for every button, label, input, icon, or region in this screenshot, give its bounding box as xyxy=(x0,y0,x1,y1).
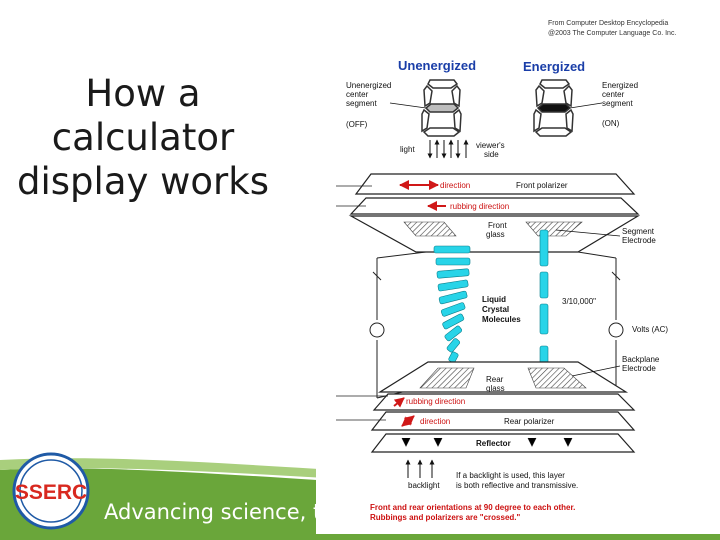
rear-rubbing-layer: rubbing direction xyxy=(372,393,636,411)
energized-heading: Energized xyxy=(523,59,585,74)
volts-label: Volts (AC) xyxy=(632,325,668,334)
lcd-diagram: From Computer Desktop Encyclopedia @2003… xyxy=(316,0,720,534)
reflector-label: Reflector xyxy=(476,439,511,448)
digit-on xyxy=(533,79,574,137)
footer-tagline: Advancing science, tec xyxy=(104,500,346,524)
slide-title: How a calculator display works xyxy=(12,72,274,204)
credit-line-2: @2003 The Computer Language Co. Inc. xyxy=(548,30,676,37)
title-line-1: How a xyxy=(85,72,201,115)
rear-rubbing-label: rubbing direction xyxy=(406,397,465,406)
front-polarizer: direction Front polarizer xyxy=(354,173,636,195)
crystal-twisted xyxy=(433,245,471,376)
footnote-line-2: Rubbings and polarizers are "crossed." xyxy=(370,513,521,522)
backlight-label: backlight xyxy=(408,481,440,490)
light-arrows xyxy=(427,139,469,159)
thickness-label: 3/10,000" xyxy=(562,297,596,306)
credit-line-1: From Computer Desktop Encyclopedia xyxy=(548,20,668,27)
rear-polarizer-label: Rear polarizer xyxy=(504,417,555,426)
circuit-wires xyxy=(369,251,624,399)
off-label: (OFF) xyxy=(346,120,368,129)
front-rubbing-layer: rubbing direction xyxy=(349,197,640,215)
front-rubbing-label: rubbing direction xyxy=(450,202,509,211)
title-line-2: calculator xyxy=(51,116,235,159)
front-direction-label: direction xyxy=(440,181,470,190)
front-polarizer-label: Front polarizer xyxy=(516,181,568,190)
footnote-line-1: Front and rear orientations at 90 degree… xyxy=(370,503,575,512)
light-label: light xyxy=(400,145,415,154)
svg-text:SSERC: SSERC xyxy=(15,481,87,504)
reflector: Reflector xyxy=(370,433,636,453)
on-label: (ON) xyxy=(602,119,620,128)
title-line-3: display works xyxy=(17,160,269,203)
unenergized-heading: Unenergized xyxy=(398,58,476,73)
rear-direction-label: direction xyxy=(420,417,450,426)
rear-polarizer: direction Rear polarizer xyxy=(370,411,636,431)
digit-off xyxy=(421,79,462,137)
backlight-arrows xyxy=(405,459,435,478)
lcd-diagram-svg: From Computer Desktop Encyclopedia @2003… xyxy=(336,20,676,522)
sserc-logo: SSERC xyxy=(12,452,90,530)
leader-lines xyxy=(336,185,388,421)
crystal-aligned xyxy=(539,229,549,373)
